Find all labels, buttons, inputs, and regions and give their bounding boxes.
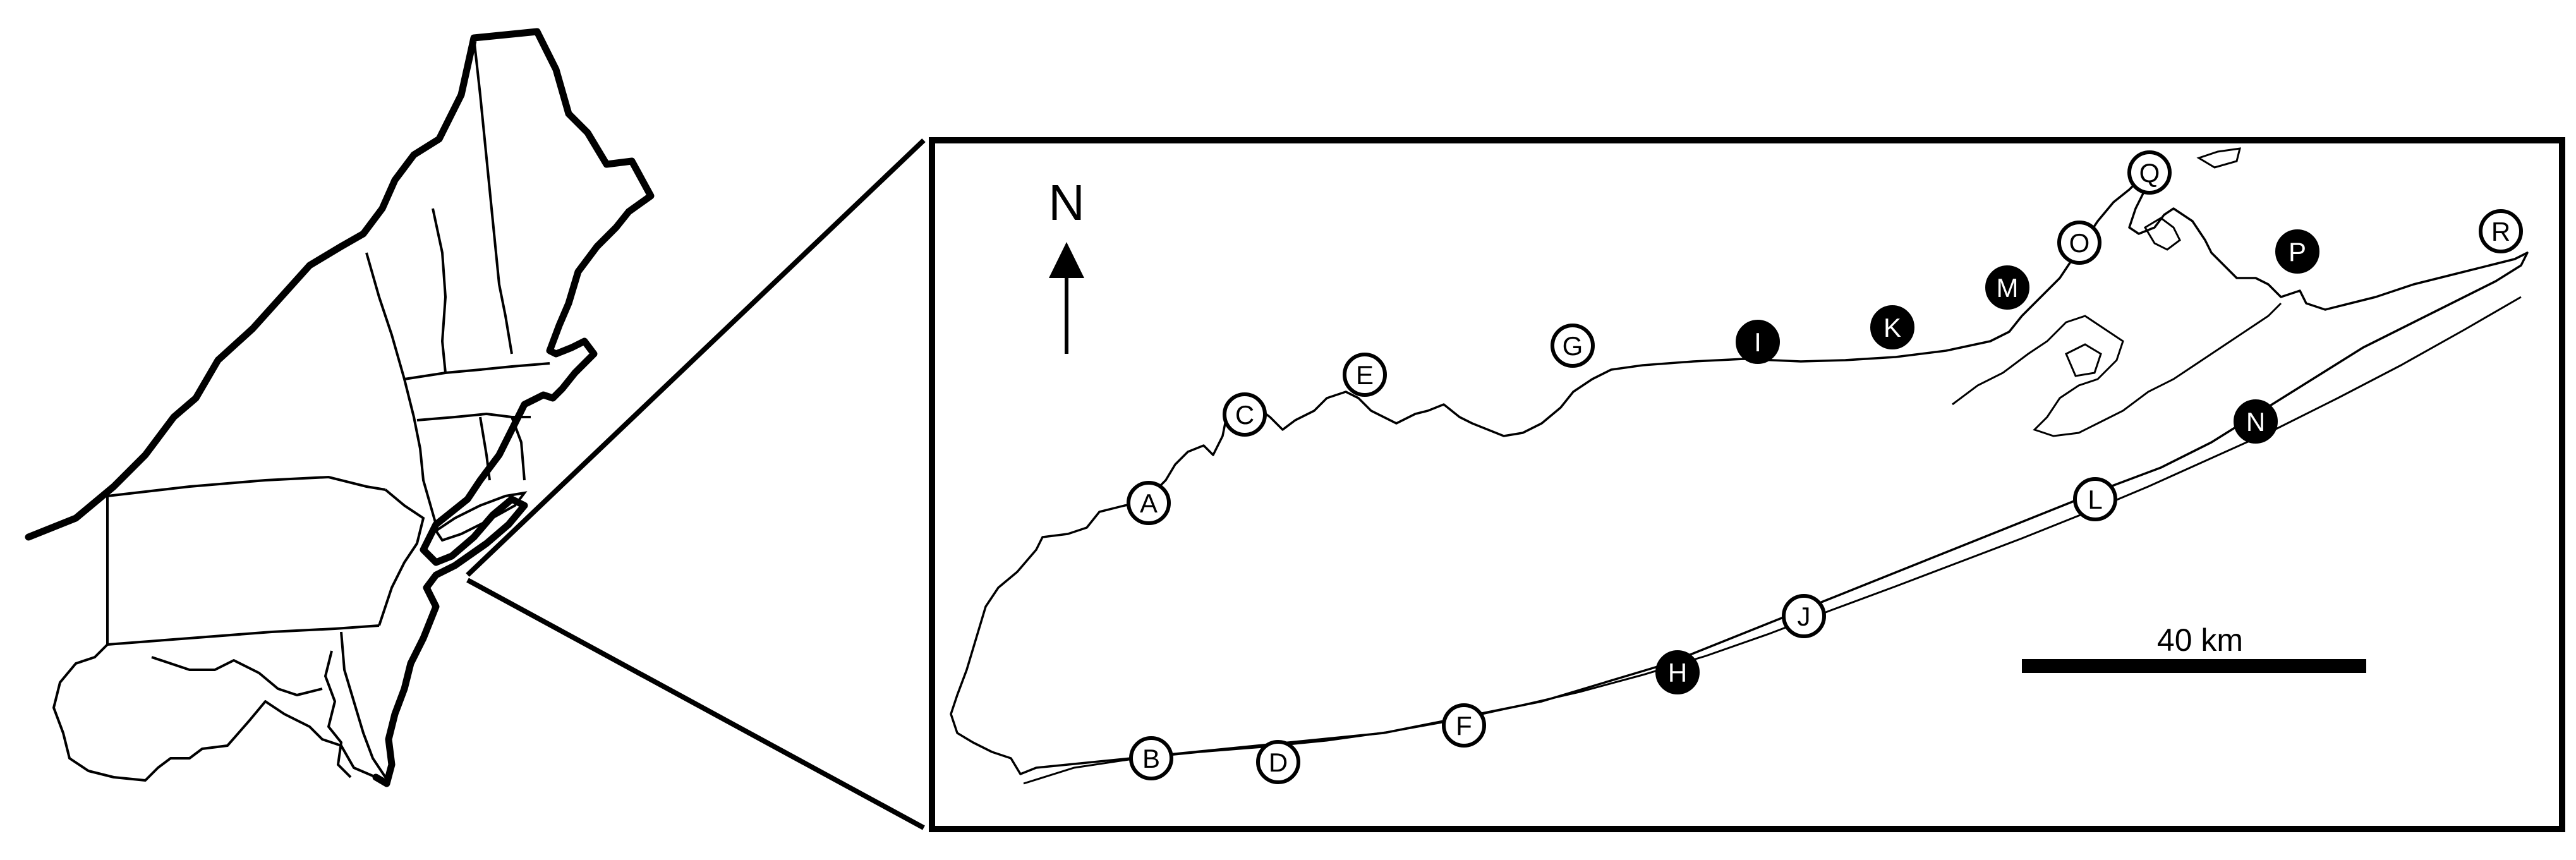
site-label: R: [2491, 217, 2510, 246]
new-jersey-outline: [378, 488, 425, 626]
long-island-outline: [950, 173, 2529, 775]
site-label: M: [1997, 273, 2019, 303]
site-label: G: [1563, 331, 1583, 361]
site-circle: [2275, 229, 2319, 274]
site-label: A: [1140, 488, 1158, 518]
site-marker-j: J: [1782, 594, 1826, 638]
scale-label: 40 km: [2157, 622, 2243, 658]
site-marker-i: I: [1736, 320, 1780, 364]
site-circle: [1870, 305, 1914, 349]
site-marker-d: D: [1256, 740, 1300, 784]
site-marker-h: H: [1655, 650, 1700, 694]
site-label: B: [1142, 744, 1160, 773]
site-marker-a: A: [1127, 481, 1171, 525]
site-circle: [1551, 324, 1595, 368]
site-circle: [1985, 265, 2029, 310]
pa-south-border: [107, 624, 380, 646]
north-arrowhead: [1049, 242, 1084, 278]
site-circle: [1655, 650, 1700, 694]
site-marker-g: G: [1551, 324, 1595, 368]
site-marker-f: F: [1442, 703, 1486, 748]
maryland-border: [151, 631, 387, 778]
site-circle: [2057, 221, 2101, 265]
northeast-outline: [25, 28, 655, 787]
site-marker-q: Q: [2127, 150, 2172, 195]
site-label: D: [1269, 748, 1288, 777]
site-circle: [2479, 209, 2523, 253]
long-island-inset: N 40 km A B C D E F G H I J K L M N O P Q R: [929, 137, 2565, 832]
site-marker-o: O: [2057, 221, 2101, 265]
northeast-us-locator-map: [25, 28, 655, 787]
site-circle: [1442, 703, 1486, 748]
ma-south-border: [416, 412, 531, 481]
ma-north-border: [404, 362, 550, 380]
zoom-connector: [466, 138, 926, 830]
site-circle: [2127, 150, 2172, 195]
site-circle: [1736, 320, 1780, 364]
site-label: H: [1668, 658, 1687, 687]
site-label: I: [1754, 327, 1762, 357]
site-marker-m: M: [1985, 265, 2029, 310]
site-marker-p: P: [2275, 229, 2319, 274]
site-marker-r: R: [2479, 209, 2523, 253]
site-marker-c: C: [1223, 392, 1267, 437]
site-label: J: [1798, 602, 1811, 631]
site-marker-n: N: [2234, 399, 2278, 444]
peconic-bay-shore: [1952, 302, 2282, 437]
gardiners-island: [2143, 217, 2181, 251]
ny-east-border: [365, 252, 437, 525]
southwest-boundary: [52, 496, 377, 782]
site-label: E: [1356, 360, 1374, 390]
site-label: Q: [2139, 158, 2160, 188]
site-circle: [1127, 481, 1171, 525]
site-circle: [2234, 399, 2278, 444]
long-island-small: [434, 491, 528, 542]
sampling-sites: A B C D E F G H I J K L M N O P Q R: [1127, 150, 2523, 784]
shelter-island: [2065, 343, 2102, 377]
site-label: K: [1884, 313, 1901, 342]
site-circle: [1129, 736, 1173, 780]
site-marker-e: E: [1343, 353, 1387, 397]
site-label: L: [2088, 485, 2102, 514]
north-label: N: [1048, 174, 1085, 231]
plum-island: [2196, 147, 2241, 169]
site-marker-l: L: [2073, 477, 2117, 521]
nh-me-border: [473, 37, 513, 354]
site-circle: [1223, 392, 1267, 437]
site-label: N: [2246, 407, 2265, 437]
vt-nh-border: [432, 208, 447, 373]
site-circle: [1256, 740, 1300, 784]
zoom-line-bottom: [466, 578, 925, 830]
zoom-line-top: [466, 138, 926, 577]
chesapeake-bay: [324, 650, 352, 778]
site-circle: [1782, 594, 1826, 638]
site-label: P: [2289, 237, 2306, 267]
scale-bar-line: [2022, 659, 2366, 673]
site-label: F: [1456, 711, 1472, 741]
site-circle: [2073, 477, 2117, 521]
north-arrow: N: [1048, 174, 1085, 354]
site-label: C: [1235, 400, 1254, 430]
site-marker-b: B: [1129, 736, 1173, 780]
site-circle: [1343, 353, 1387, 397]
site-label: O: [2069, 228, 2090, 258]
ny-pa-border: [107, 475, 386, 497]
site-marker-k: K: [1870, 305, 1914, 349]
scale-bar: 40 km: [2022, 622, 2366, 673]
